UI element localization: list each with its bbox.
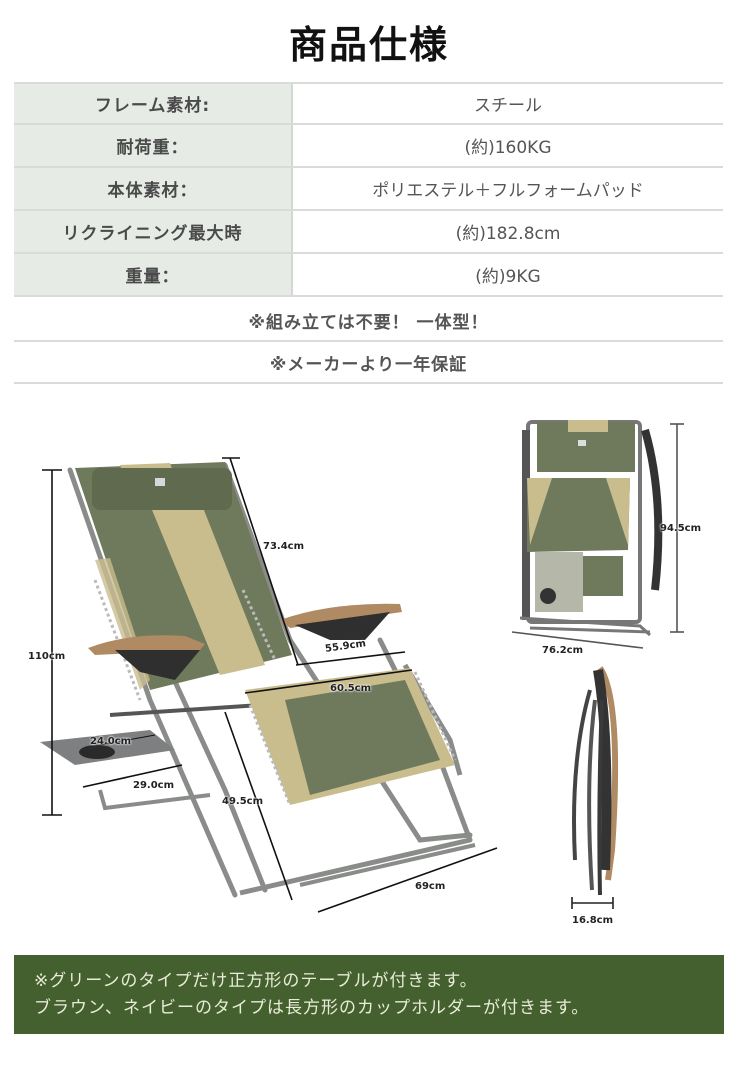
dimension-folded-thickness-label: 16.8cm [572, 915, 614, 926]
dimension-table-depth-label: 29.0cm [133, 780, 175, 791]
notice-line-brown-navy: ブラウン、ネイビーのタイプは長方形のカップホルダーが付きます。 [34, 997, 590, 1018]
note-no-assembly: ※組み立ては不要！ 一体型！ [14, 300, 723, 342]
dimension-lines [42, 457, 498, 913]
spec-row-weight: 重量： (約)9KG [14, 254, 723, 297]
notice-line-green: ※グリーンのタイプだけ正方形のテーブルが付きます。 [34, 970, 478, 991]
page-title: 商品仕様 [288, 23, 449, 67]
dimension-folded-height-label: 94.5cm [660, 523, 702, 534]
color-variant-notice: ※グリーンのタイプだけ正方形のテーブルが付きます。 ブラウン、ネイビーのタイプは… [14, 955, 724, 1034]
dimension-seat-height-label: 49.5cm [222, 796, 264, 807]
spec-label: 耐荷重： [14, 125, 293, 166]
spec-value: (約)160KG [464, 138, 552, 158]
spec-row-body-material: 本体素材： ポリエステル＋フルフォームパッド [14, 168, 723, 211]
dimension-base-depth-label: 69cm [415, 881, 446, 892]
spec-row-load-capacity: 耐荷重： (約)160KG [14, 125, 723, 168]
note-warranty: ※メーカーより一年保証 [14, 342, 723, 384]
spec-label: リクライニング最大時 [14, 211, 293, 252]
spec-table: フレーム素材: スチール 耐荷重： (約)160KG 本体素材： ポリエステル＋… [14, 82, 723, 297]
spec-value: ポリエステル＋フルフォームパッド [372, 181, 644, 201]
spec-row-max-recline: リクライニング最大時 (約)182.8cm [14, 211, 723, 254]
folded-front-chair-image [519, 420, 663, 637]
spec-value: (約)182.8cm [455, 224, 561, 244]
chair-illustration [40, 420, 684, 913]
main-chair-image [40, 462, 476, 898]
dimension-folded-width-label: 76.2cm [542, 645, 584, 656]
dimension-height-label: 110cm [28, 651, 66, 662]
product-dimension-figure: 110cm 73.4cm 55.9cm 60.5cm 24.0cm 29.0cm… [0, 400, 738, 945]
spec-value: (約)9KG [475, 267, 541, 287]
spec-label: 本体素材： [14, 168, 293, 209]
folded-side-chair-image [572, 666, 619, 896]
dimension-seat-outer-width-label: 60.5cm [330, 683, 372, 694]
spec-label: 重量： [14, 254, 293, 295]
spec-label: フレーム素材: [14, 84, 293, 123]
dimension-backrest-label: 73.4cm [263, 541, 305, 552]
dimension-table-width-label: 24.0cm [90, 736, 132, 747]
spec-value: スチール [474, 96, 542, 116]
spec-row-frame-material: フレーム素材: スチール [14, 82, 723, 125]
